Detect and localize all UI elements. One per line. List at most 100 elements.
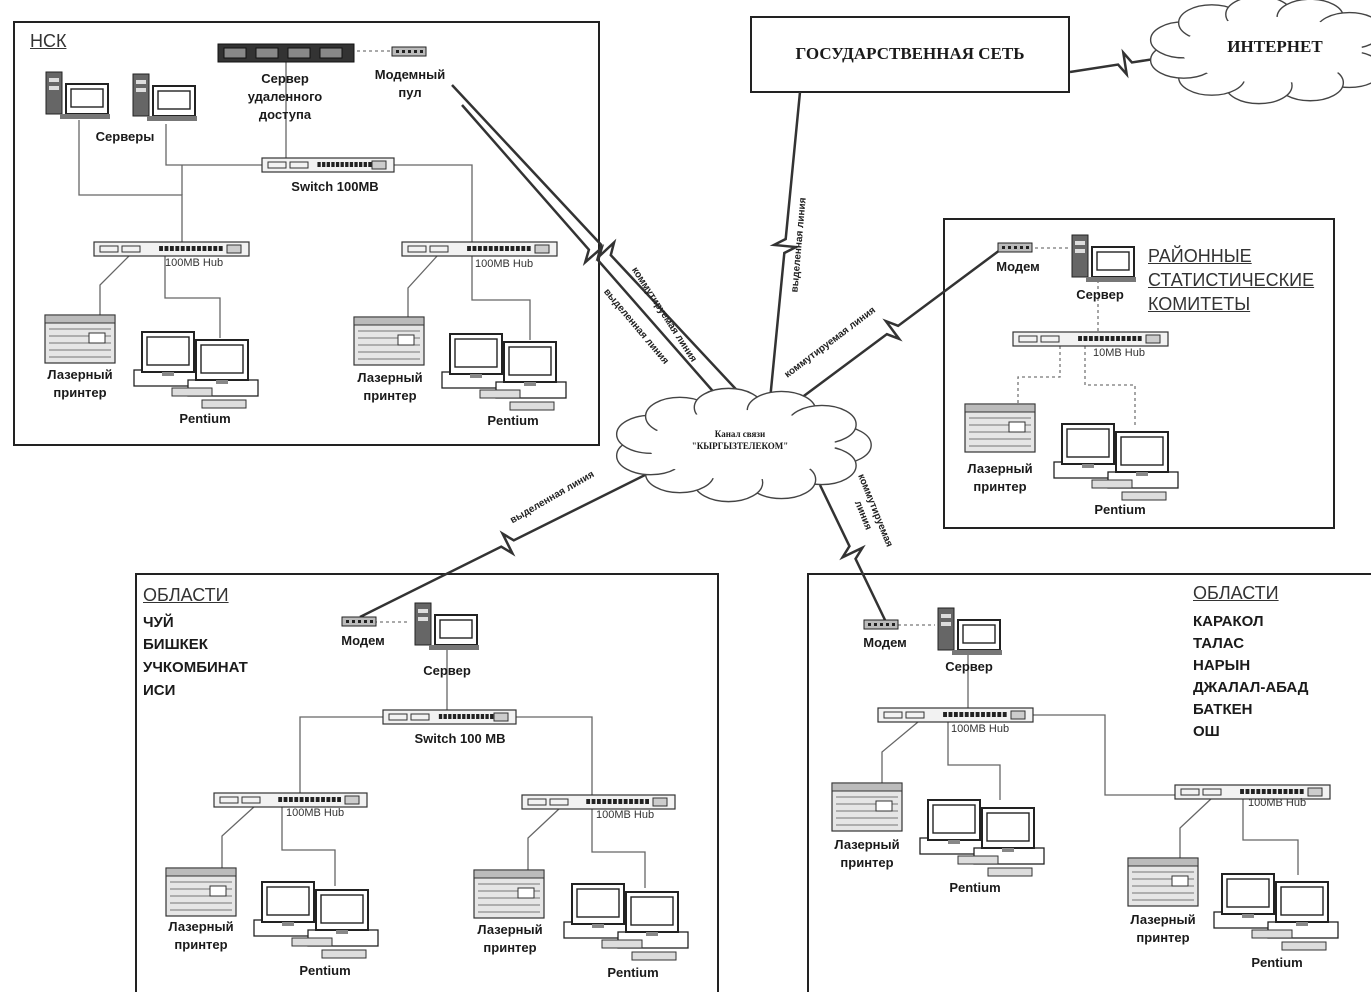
oblast-left-cable-sw-hub1 (299, 716, 385, 794)
oblast-right-hub-left-label: 100MB Hub (951, 723, 1010, 735)
oblast-left-switch-label: Switch 100 MB (414, 731, 506, 746)
link-nsk-switched (451, 84, 761, 416)
oblast-left-printer-left (165, 867, 237, 917)
nsk-printer-right-label: Лазерный принтер (357, 370, 423, 403)
oblast-left-printer-left-label: Лазерный принтер (168, 919, 234, 952)
oblast-left-switch (382, 709, 517, 725)
oblast-right-pc-left (919, 799, 1045, 877)
oblast-left-pc-left-label: Pentium (299, 963, 351, 978)
district-pc-label: Pentium (1094, 502, 1146, 517)
oblast-left-pc-left (253, 881, 379, 959)
nsk-pc-right-label: Pentium (487, 413, 539, 428)
nsk-switch (261, 157, 395, 173)
district-hub (1012, 331, 1169, 347)
oblast-left-region-1: БИШКЕК (143, 636, 208, 653)
district-cable-printer (1017, 346, 1061, 405)
oblast-right-pc-right-label: Pentium (1251, 955, 1303, 970)
oblast-left-cable-hub2-printer (527, 807, 561, 872)
oblast-right-printer-right-label: Лазерный принтер (1130, 912, 1196, 945)
oblast-right-cable-hub1-hub2 (1033, 714, 1175, 796)
gov-net-box (750, 16, 1070, 93)
oblast-right-modem (863, 619, 899, 630)
oblast-left-region-3: ИСИ (143, 682, 176, 699)
link-district-switched (784, 248, 1001, 412)
oblast-left-frame (135, 573, 719, 992)
nsk-printer-left-label: Лазерный принтер (47, 367, 113, 400)
oblast-left-printer-right (473, 869, 545, 919)
servers-label: Серверы (95, 129, 155, 144)
nsk-cable-server1 (78, 120, 183, 243)
district-hub-label: 10MB Hub (1093, 347, 1145, 359)
oblast-left-printer-right-label: Лазерный принтер (477, 922, 543, 955)
oblast-right-region-3: ДЖАЛАЛ-АБАД (1193, 679, 1309, 696)
nsk-cable-sw-hub2 (392, 164, 473, 243)
oblast-left-pc-right (563, 883, 689, 961)
oblast-right-region-4: БАТКЕН (1193, 701, 1253, 718)
nsk-cable-hub2-printer (407, 254, 439, 318)
oblast-left-title: ОБЛАСТИ (143, 585, 229, 605)
oblast-left-modem-label: Модем (341, 633, 385, 648)
nsk-printer-left (44, 314, 116, 364)
district-modem (997, 242, 1033, 253)
oblast-left-hub-right (521, 794, 676, 810)
oblast-right-hub-right (1174, 784, 1331, 800)
oblast-left-pc-right-label: Pentium (607, 965, 659, 980)
nsk-pc-left (133, 331, 259, 409)
oblast-right-frame (807, 573, 1371, 992)
district-server-label: Сервер (1076, 287, 1124, 302)
nsk-cable-hub1-pc (164, 255, 221, 338)
nsk-hub-left-label: 100MB Hub (165, 257, 224, 269)
oblast-left-hub-left (213, 792, 368, 808)
modem-pool-label: Модемный пул (374, 67, 446, 100)
oblast-right-cable-hub1-pc (947, 722, 1001, 800)
oblast-right-hub-right-label: 100MB Hub (1248, 797, 1307, 809)
nsk-cable-server2 (165, 124, 270, 166)
internet-cloud (1149, 0, 1371, 105)
oblast-right-region-2: НАРЫН (1193, 657, 1251, 674)
remote-server-label: Сервер удаленного доступа (247, 71, 323, 122)
oblast-right-modem-label: Модем (863, 635, 907, 650)
link-oblast-right-switched (818, 484, 887, 621)
oblast-right-printer-right (1127, 857, 1199, 907)
oblast-right-server (937, 607, 1002, 655)
oblast-right-pc-left-label: Pentium (949, 880, 1001, 895)
nsk-switch-label: Switch 100MB (291, 179, 379, 194)
oblast-left-cable-sw-hub2 (515, 716, 593, 796)
nsk-cable-hub2-pc (471, 255, 531, 340)
district-server (1071, 234, 1136, 282)
district-modem-label: Модем (996, 259, 1040, 274)
nsk-server-2 (132, 73, 197, 121)
nsk-pc-right (441, 333, 567, 411)
link-gov-leased (768, 91, 802, 401)
oblast-right-cable-hub1-printer (881, 721, 919, 785)
gov-net-label: ГОСУДАРСТВЕННАЯ СЕТЬ (795, 44, 1025, 63)
nsk-title: НСК (30, 31, 67, 51)
oblast-right-cable-hub2-pc (1242, 798, 1299, 875)
modem-pool (391, 46, 427, 57)
district-cable-pc (1084, 346, 1136, 428)
oblast-right-printer-left-label: Лазерный принтер (834, 837, 900, 870)
oblast-right-region-1: ТАЛАС (1193, 635, 1245, 652)
oblast-left-cable-hub1-pc (281, 806, 336, 886)
oblast-left-region-2: УЧКОМБИНАТ (143, 659, 248, 676)
nsk-server-1 (45, 71, 110, 119)
oblast-left-server-label: Сервер (423, 663, 471, 678)
oblast-right-title: ОБЛАСТИ (1193, 583, 1279, 603)
district-frame (943, 218, 1335, 529)
oblast-right-pc-right (1213, 873, 1339, 951)
district-printer (964, 403, 1036, 453)
remote-access-server (217, 43, 355, 63)
oblast-right-cable-hub2-printer (1179, 797, 1213, 862)
oblast-left-hub-left-label: 100MB Hub (286, 807, 345, 819)
kyrgyztelecom-cloud (615, 387, 872, 503)
nsk-printer-right (353, 316, 425, 366)
nsk-cable-hub1-printer (99, 254, 131, 316)
nsk-hub-left (93, 241, 250, 257)
link-nsk-leased (461, 104, 726, 406)
oblast-left-server (414, 602, 479, 650)
internet-label: ИНТЕРНЕТ (1227, 37, 1323, 56)
nsk-frame (13, 21, 600, 446)
central-cloud-label: Канал связи "КЫРГЫЗТЕЛЕКОМ" (691, 429, 789, 451)
oblast-right-region-5: ОШ (1193, 723, 1220, 740)
